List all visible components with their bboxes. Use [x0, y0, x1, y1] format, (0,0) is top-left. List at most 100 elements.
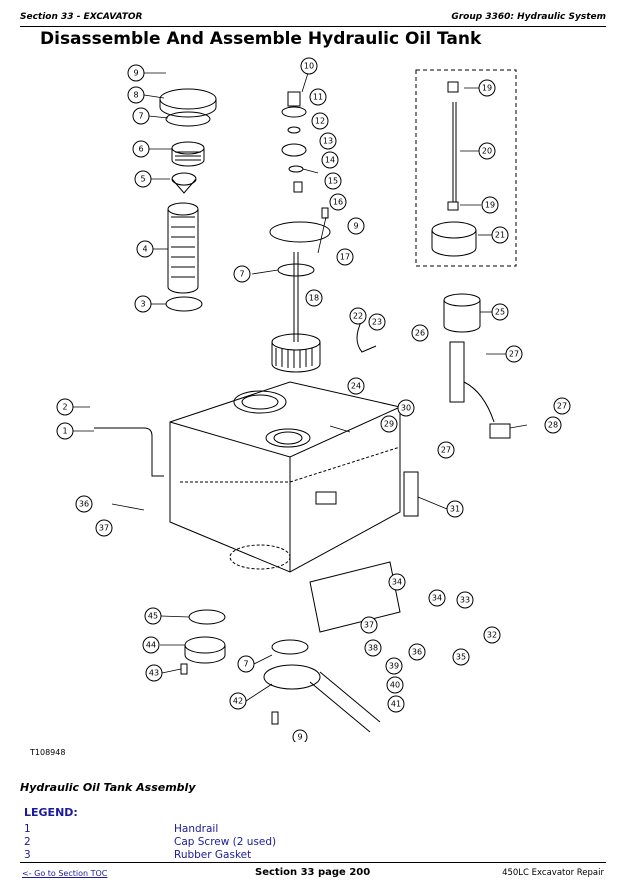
svg-text:19: 19 — [485, 201, 495, 210]
svg-text:14: 14 — [325, 156, 335, 165]
svg-text:21: 21 — [495, 231, 505, 240]
legend-item: 3 Rubber Gasket — [24, 849, 444, 862]
callout-19b: 19 — [481, 196, 499, 214]
callout-37b: 37 — [360, 616, 378, 634]
callout-39: 39 — [385, 657, 403, 675]
detail-box — [415, 69, 517, 267]
callout-10: 10 — [300, 57, 318, 75]
svg-text:7: 7 — [239, 270, 244, 279]
callout-8: 8 — [127, 86, 145, 104]
callout-7: 7 — [132, 107, 150, 125]
svg-text:17: 17 — [340, 253, 350, 262]
callout-33: 33 — [456, 591, 474, 609]
detail-parts — [356, 81, 511, 517]
callout-25: 25 — [491, 303, 509, 321]
callout-29: 29 — [380, 415, 398, 433]
tank-body — [169, 381, 401, 633]
svg-text:3: 3 — [140, 300, 145, 309]
svg-text:39: 39 — [389, 662, 399, 671]
callout-27c: 27 — [437, 441, 455, 459]
svg-text:42: 42 — [233, 697, 243, 706]
callout-24: 24 — [347, 377, 365, 395]
callout-37: 37 — [95, 519, 113, 537]
callout-30: 30 — [397, 399, 415, 417]
svg-text:28: 28 — [548, 421, 558, 430]
callout-18: 18 — [305, 289, 323, 307]
callouts: 9 8 7 6 5 4 3 2 1 10 11 12 13 14 15 16 9… — [56, 57, 571, 742]
svg-text:31: 31 — [450, 505, 460, 514]
callout-43: 43 — [145, 664, 163, 682]
svg-text:44: 44 — [146, 641, 156, 650]
svg-text:32: 32 — [487, 631, 497, 640]
svg-text:33: 33 — [460, 596, 470, 605]
svg-text:22: 22 — [353, 312, 363, 321]
callout-7b: 7 — [233, 265, 251, 283]
callout-9: 9 — [127, 64, 145, 82]
center-stack-parts — [269, 91, 331, 373]
svg-text:27: 27 — [509, 350, 519, 359]
header-divider — [20, 26, 606, 27]
svg-text:6: 6 — [138, 145, 143, 154]
svg-text:12: 12 — [315, 117, 325, 126]
callout-7c: 7 — [237, 655, 255, 673]
page-title: Disassemble And Assemble Hydraulic Oil T… — [40, 29, 482, 49]
callout-9c: 9 — [292, 729, 308, 742]
callout-44: 44 — [142, 636, 160, 654]
svg-text:24: 24 — [351, 382, 361, 391]
callout-40: 40 — [386, 676, 404, 694]
svg-text:37: 37 — [99, 524, 109, 533]
svg-text:37: 37 — [364, 621, 374, 630]
leader-lines — [73, 69, 528, 702]
svg-text:4: 4 — [142, 245, 147, 254]
svg-text:40: 40 — [390, 681, 400, 690]
svg-text:29: 29 — [384, 420, 394, 429]
callout-38: 38 — [364, 639, 382, 657]
callout-9b: 9 — [347, 217, 365, 235]
svg-text:27: 27 — [441, 446, 451, 455]
svg-text:20: 20 — [482, 147, 492, 156]
svg-text:9: 9 — [297, 733, 302, 742]
callout-35: 35 — [452, 648, 470, 666]
svg-text:2: 2 — [62, 403, 67, 412]
callout-16: 16 — [329, 193, 347, 211]
svg-text:45: 45 — [148, 612, 158, 621]
callout-21: 21 — [491, 226, 509, 244]
filter-cover-parts — [159, 88, 217, 312]
legend-item-text: Handrail — [174, 823, 219, 835]
svg-text:5: 5 — [140, 175, 145, 184]
svg-text:30: 30 — [401, 404, 411, 413]
document-title: 450LC Excavator Repair — [502, 868, 604, 878]
svg-text:15: 15 — [328, 177, 338, 186]
callout-19: 19 — [478, 79, 496, 97]
callout-34: 34 — [388, 573, 406, 591]
callout-6: 6 — [132, 140, 150, 158]
svg-text:11: 11 — [313, 93, 323, 102]
callout-12: 12 — [311, 112, 329, 130]
callout-22: 22 — [349, 307, 367, 325]
svg-text:34: 34 — [432, 594, 442, 603]
callout-31: 31 — [446, 500, 464, 518]
callout-1: 1 — [56, 422, 74, 440]
section-header: Section 33 - EXCAVATOR — [20, 12, 143, 22]
svg-text:25: 25 — [495, 308, 505, 317]
callout-20: 20 — [478, 142, 496, 160]
svg-text:41: 41 — [391, 700, 401, 709]
page-number: Section 33 page 200 — [255, 867, 371, 878]
legend-item-number: 1 — [24, 823, 31, 835]
callout-2: 2 — [56, 398, 74, 416]
svg-text:38: 38 — [368, 644, 378, 653]
callout-41: 41 — [387, 695, 405, 713]
toc-link[interactable]: <- Go to Section TOC — [22, 869, 108, 878]
legend-item: 2 Cap Screw (2 used) — [24, 836, 444, 849]
footer-divider — [20, 862, 606, 863]
figure-id: T108948 — [30, 748, 66, 757]
callout-34b: 34 — [428, 589, 446, 607]
svg-text:36: 36 — [79, 500, 89, 509]
legend-item-text: Cap Screw (2 used) — [174, 836, 277, 848]
exploded-diagram: 9 8 7 6 5 4 3 2 1 10 11 12 13 14 15 16 9… — [56, 57, 571, 742]
legend-item-text: Rubber Gasket — [174, 849, 252, 861]
svg-text:18: 18 — [309, 294, 319, 303]
callout-23: 23 — [368, 313, 386, 331]
callout-5: 5 — [134, 170, 152, 188]
callout-45: 45 — [144, 607, 162, 625]
